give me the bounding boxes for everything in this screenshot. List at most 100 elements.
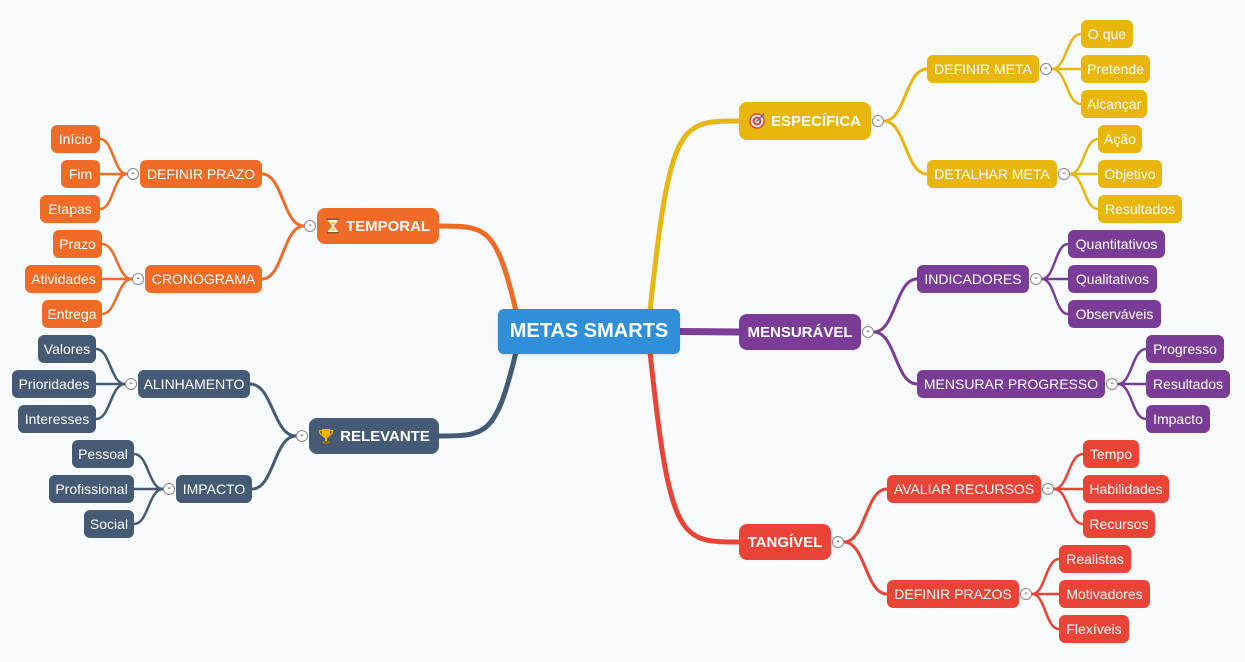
collapse-toggle-especifica-0[interactable]: - (1040, 63, 1052, 75)
branch-relevante[interactable]: RELEVANTE (309, 418, 439, 454)
leaf-relevante-0-0[interactable]: Valores (38, 335, 96, 363)
subtopic-temporal-0[interactable]: DEFINIR PRAZO (140, 160, 262, 188)
leaf-especifica-1-0[interactable]: Ação (1098, 125, 1142, 153)
leaf-tangivel-1-2-label: Flexíveis (1066, 621, 1122, 637)
branch-mensuravel[interactable]: MENSURÁVEL (739, 314, 861, 350)
central-topic-label: METAS SMARTS (509, 320, 669, 342)
collapse-toggle-tangivel-1[interactable]: - (1020, 588, 1032, 600)
collapse-toggle-tangivel[interactable]: - (832, 536, 844, 548)
collapse-toggle-relevante-1[interactable]: - (163, 483, 175, 495)
leaf-temporal-0-1[interactable]: Fim (61, 160, 100, 188)
subtopic-temporal-1[interactable]: CRONOGRAMA (145, 265, 262, 293)
connector-line (1068, 172, 1100, 211)
leaf-especifica-0-1[interactable]: Pretende (1081, 55, 1150, 83)
leaf-mensuravel-1-1[interactable]: Resultados (1146, 370, 1230, 398)
subtopic-tangivel-0[interactable]: AVALIAR RECURSOS (887, 475, 1041, 503)
subtopic-tangivel-1[interactable]: DEFINIR PRAZOS (887, 580, 1019, 608)
subtopic-mensuravel-1-label: MENSURAR PROGRESSO (923, 376, 1099, 392)
leaf-especifica-1-2[interactable]: Resultados (1098, 195, 1182, 223)
collapse-toggle-relevante[interactable]: - (296, 430, 308, 442)
leaf-tangivel-1-0[interactable]: Realistas (1059, 545, 1131, 573)
collapse-toggle-mensuravel-1[interactable]: - (1106, 378, 1118, 390)
leaf-tangivel-0-0-label: Tempo (1089, 446, 1133, 462)
leaf-relevante-1-0[interactable]: Pessoal (72, 440, 134, 468)
leaf-especifica-1-0-label: Ação (1104, 131, 1136, 147)
leaf-mensuravel-1-1-label: Resultados (1152, 376, 1224, 392)
leaf-mensuravel-0-2-label: Observáveis (1075, 306, 1154, 322)
leaf-mensuravel-0-0-label: Quantitativos (1075, 236, 1158, 252)
connector-line (872, 330, 919, 386)
hourglass-icon (326, 218, 340, 234)
subtopic-mensuravel-0[interactable]: INDICADORES (917, 265, 1029, 293)
branch-relevante-label: RELEVANTE (340, 427, 430, 445)
branch-tangivel-label: TANGÍVEL (747, 533, 823, 551)
branch-temporal[interactable]: TEMPORAL (317, 208, 439, 244)
central-topic[interactable]: METAS SMARTS (498, 309, 680, 354)
leaf-especifica-1-2-label: Resultados (1104, 201, 1176, 217)
leaf-especifica-0-0[interactable]: O que (1081, 20, 1133, 48)
collapse-toggle-especifica[interactable]: - (872, 115, 884, 127)
connector-line (1030, 592, 1061, 631)
collapse-toggle-temporal[interactable]: - (304, 220, 316, 232)
collapse-toggle-mensuravel-0[interactable]: - (1030, 273, 1042, 285)
leaf-temporal-0-2[interactable]: Etapas (40, 195, 100, 223)
leaf-mensuravel-0-2[interactable]: Observáveis (1068, 300, 1161, 328)
connector-line (842, 487, 889, 544)
branch-tangivel[interactable]: TANGÍVEL (739, 524, 831, 560)
connector-line (647, 349, 742, 545)
connector-line (250, 434, 298, 491)
leaf-relevante-0-0-label: Valores (43, 341, 91, 357)
target-icon (749, 113, 765, 129)
collapse-toggle-temporal-0[interactable]: - (127, 168, 139, 180)
leaf-temporal-0-1-label: Fim (68, 166, 93, 182)
collapse-toggle-mensuravel[interactable]: - (862, 326, 874, 338)
connector-line (248, 382, 298, 438)
leaf-tangivel-0-1[interactable]: Habilidades (1083, 475, 1169, 503)
leaf-mensuravel-1-0[interactable]: Progresso (1146, 335, 1224, 363)
subtopic-tangivel-1-label: DEFINIR PRAZOS (894, 586, 1012, 602)
collapse-toggle-temporal-1[interactable]: - (132, 273, 144, 285)
leaf-temporal-1-1[interactable]: Atividades (25, 265, 102, 293)
subtopic-mensuravel-1[interactable]: MENSURAR PROGRESSO (917, 370, 1105, 398)
subtopic-relevante-0[interactable]: ALINHAMENTO (138, 370, 250, 398)
subtopic-temporal-1-label: CRONOGRAMA (151, 271, 256, 287)
branch-especifica[interactable]: ESPECÍFICA (739, 102, 871, 140)
subtopic-especifica-1[interactable]: DETALHAR META (927, 160, 1057, 188)
leaf-tangivel-0-0[interactable]: Tempo (1083, 440, 1139, 468)
trophy-icon (318, 428, 334, 444)
connector-line (647, 118, 742, 314)
subtopic-tangivel-0-label: AVALIAR RECURSOS (893, 481, 1035, 497)
collapse-toggle-relevante-0[interactable]: - (125, 378, 137, 390)
leaf-relevante-1-2[interactable]: Social (84, 510, 134, 538)
leaf-especifica-1-1[interactable]: Objetivo (1098, 160, 1162, 188)
connector-line (1030, 557, 1061, 596)
leaf-tangivel-1-2[interactable]: Flexíveis (1059, 615, 1129, 643)
leaf-especifica-0-2[interactable]: Alcançar (1081, 90, 1147, 118)
leaf-mensuravel-1-2[interactable]: Impacto (1146, 405, 1210, 433)
leaf-tangivel-1-1-label: Motivadores (1066, 586, 1143, 602)
connector-line (676, 328, 743, 336)
subtopic-especifica-1-label: DETALHAR META (934, 166, 1050, 182)
subtopic-relevante-1[interactable]: IMPACTO (176, 475, 252, 503)
leaf-temporal-1-0[interactable]: Prazo (53, 230, 102, 258)
leaf-relevante-1-1[interactable]: Profissional (49, 475, 134, 503)
leaf-relevante-0-1[interactable]: Prioridades (12, 370, 96, 398)
leaf-mensuravel-0-1[interactable]: Qualitativos (1068, 265, 1157, 293)
connector-line (872, 277, 919, 334)
leaf-temporal-0-0[interactable]: Início (51, 125, 100, 153)
leaf-mensuravel-0-0[interactable]: Quantitativos (1068, 230, 1165, 258)
leaf-temporal-1-2[interactable]: Entrega (42, 300, 102, 328)
leaf-tangivel-1-1[interactable]: Motivadores (1059, 580, 1150, 608)
collapse-toggle-tangivel-0[interactable]: - (1042, 483, 1054, 495)
leaf-temporal-0-2-label: Etapas (48, 201, 92, 217)
connector-line (98, 172, 129, 211)
leaf-relevante-0-2[interactable]: Interesses (18, 405, 96, 433)
collapse-toggle-especifica-1[interactable]: - (1058, 168, 1070, 180)
connector-line (100, 277, 134, 316)
connector-line (1040, 242, 1070, 281)
leaf-relevante-1-1-label: Profissional (55, 481, 128, 497)
leaf-relevante-0-1-label: Prioridades (18, 376, 90, 392)
connector-line (132, 452, 165, 491)
leaf-tangivel-0-2[interactable]: Recursos (1083, 510, 1155, 538)
subtopic-especifica-0[interactable]: DEFINIR META (927, 55, 1039, 83)
